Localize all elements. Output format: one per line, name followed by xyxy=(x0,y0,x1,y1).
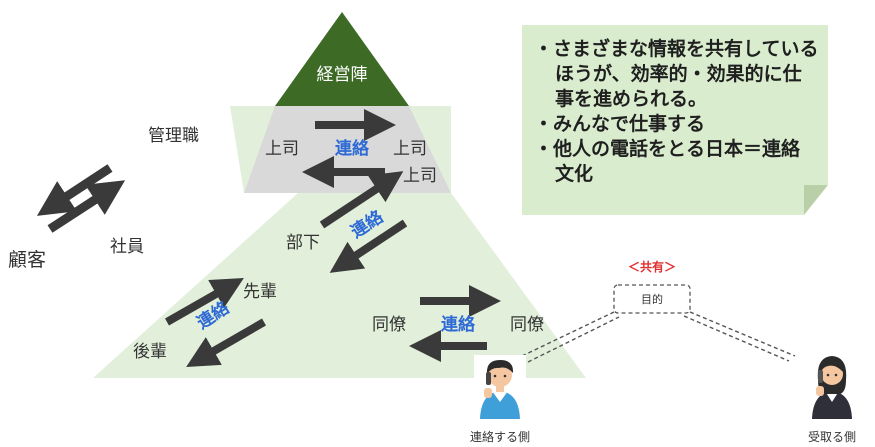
colleague-right-label: 同僚 xyxy=(510,315,544,335)
receiver-person-icon xyxy=(804,352,860,420)
boss-right-label: 上司 xyxy=(393,139,427,159)
boss-contact-label: 連絡 xyxy=(335,138,370,159)
senior-to-junior-arrow xyxy=(186,318,267,368)
note-item: さまざまな情報を共有しているほうが、効率的・効果的に仕事を進められる。 xyxy=(534,37,819,112)
receiver-label: 受取る側 xyxy=(808,430,856,444)
boss-left-label: 上司 xyxy=(265,139,299,159)
subordinate-label: 部下 xyxy=(286,233,320,253)
caller-label: 連絡する側 xyxy=(470,429,530,444)
customer-label: 顧客 xyxy=(8,249,46,271)
boss-to-sub-arrow xyxy=(329,219,408,273)
purpose-box xyxy=(613,284,691,314)
customer-to-company-arrow xyxy=(47,180,126,233)
management-label: 管理職 xyxy=(148,126,199,146)
receiver-connector xyxy=(683,311,796,362)
company-to-customer-arrow xyxy=(36,164,113,216)
senior-label: 先輩 xyxy=(243,282,277,302)
purpose-label: 目的 xyxy=(641,292,663,306)
junior-label: 後輩 xyxy=(133,342,167,362)
boss-lower-label: 上司 xyxy=(403,166,437,186)
share-label: ＜共有＞ xyxy=(628,259,676,274)
note-item: みんなで仕事する xyxy=(534,112,819,137)
junior-to-senior-arrow xyxy=(165,278,244,326)
pyramid-top-tier xyxy=(275,12,409,106)
caller-person-icon xyxy=(474,355,526,420)
note-item: 他人の電話をとる日本＝連絡文化 xyxy=(534,137,819,187)
pyramid-top-label: 経営陣 xyxy=(317,65,368,85)
pyramid-base-tier xyxy=(93,193,586,378)
colleague-left-label: 同僚 xyxy=(372,315,406,335)
sub-to-boss-arrow xyxy=(319,171,404,229)
colleague-contact-label: 連絡 xyxy=(441,314,476,335)
staff-label: 社員 xyxy=(110,237,144,257)
caller-connector xyxy=(521,311,620,363)
info-note-list: さまざまな情報を共有しているほうが、効率的・効果的に仕事を進められる。 みんなで… xyxy=(534,37,819,187)
